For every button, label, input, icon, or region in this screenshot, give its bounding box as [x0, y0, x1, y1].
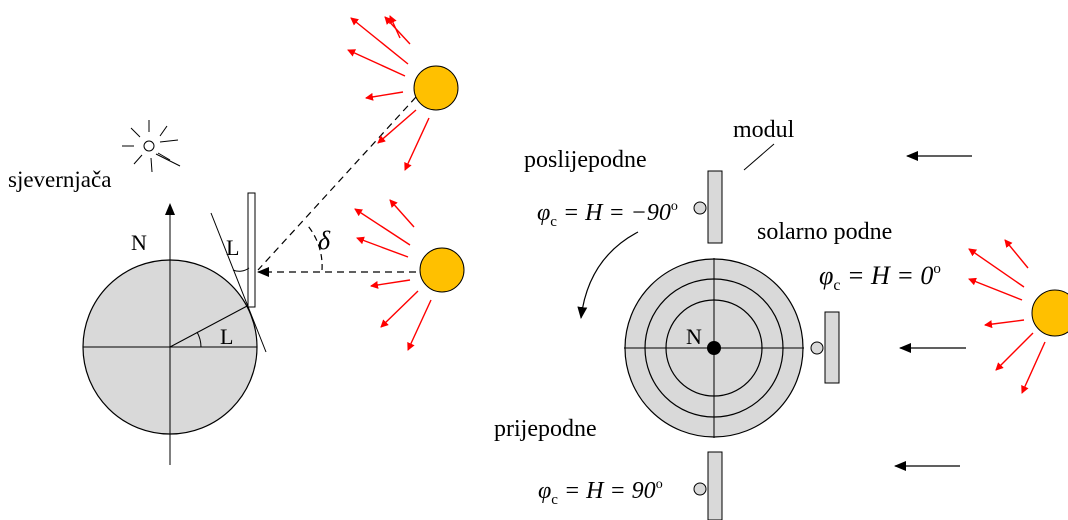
- tangent-line: [210, 212, 267, 353]
- sensor-noon: [810, 341, 824, 355]
- modul-label: modul: [733, 117, 795, 143]
- sun-rays-middle: [354, 199, 432, 351]
- latitude-label-top: L: [226, 235, 239, 260]
- sun-icon-top: [413, 65, 459, 111]
- sensor-afternoon: [693, 201, 707, 215]
- summer-sun-ray: [257, 96, 417, 271]
- module-morning: [707, 451, 723, 520]
- site-radius: [169, 304, 250, 348]
- morning-equation: φc = H = 90o: [538, 477, 663, 508]
- sun-rays-right: [968, 239, 1046, 394]
- latitude-arc-center: [196, 331, 202, 348]
- rotation-arrow: [577, 231, 639, 319]
- modul-pointer: [743, 143, 775, 171]
- declination-label: δ: [318, 226, 331, 255]
- sun-rays-top: [347, 15, 430, 171]
- afternoon-label: poslijepodne: [524, 147, 647, 173]
- north-label-right: N: [686, 324, 702, 349]
- solar-noon-label: solarno podne: [757, 219, 892, 245]
- polaris-star-icon: [122, 120, 181, 173]
- polaris-label: sjevernjača: [8, 167, 111, 192]
- sun-icon-middle: [419, 247, 465, 293]
- module-afternoon: [707, 170, 723, 244]
- latitude-label-center: L: [220, 324, 233, 349]
- north-pole-dot: [707, 341, 721, 355]
- north-label-left: N: [131, 230, 147, 255]
- noon-equation: φc = H = 0o: [819, 261, 941, 294]
- sensor-morning: [693, 482, 707, 496]
- sun-icon-right: [1031, 289, 1068, 337]
- afternoon-equation: φc = H = −90o: [537, 199, 678, 230]
- module-noon: [824, 311, 840, 384]
- module-panel-left: [247, 192, 256, 308]
- latitude-arc-top: [232, 267, 250, 272]
- declination-arc: [307, 225, 323, 271]
- morning-label: prijepodne: [494, 416, 597, 442]
